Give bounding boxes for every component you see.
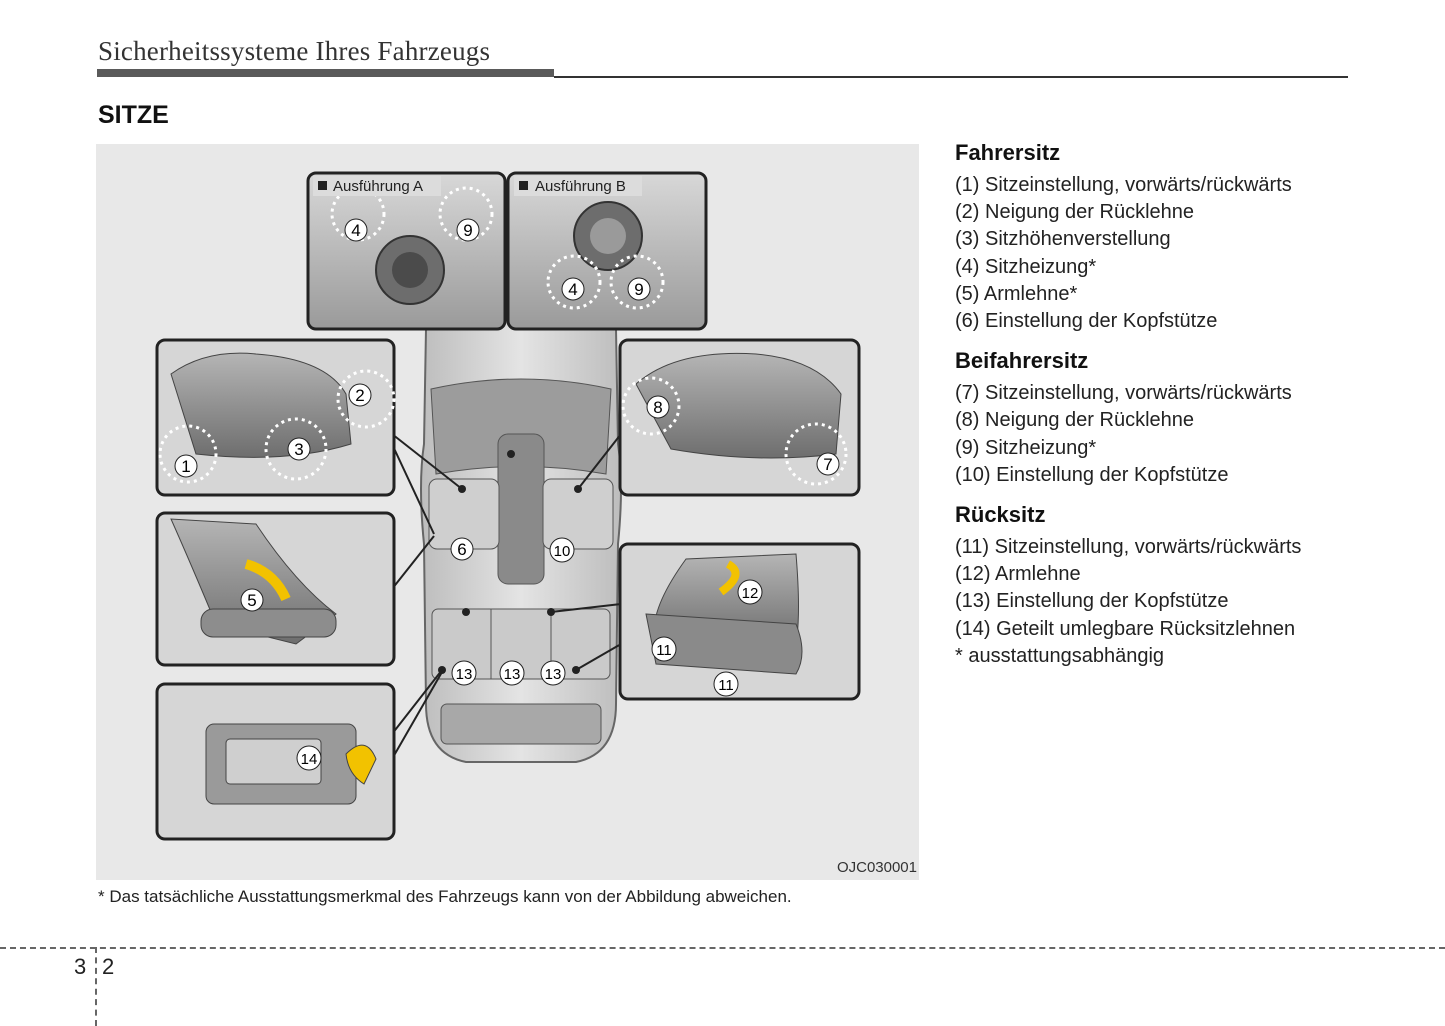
- callout-13b: 13: [499, 660, 525, 686]
- callout-10: 10: [549, 537, 575, 563]
- page-number: 2: [102, 954, 115, 979]
- header-rule-thick: [97, 69, 554, 77]
- svg-text:9: 9: [463, 221, 472, 240]
- svg-text:5: 5: [247, 591, 256, 610]
- svg-text:2: 2: [355, 386, 364, 405]
- legend-item: (9) Sitzheizung*: [955, 436, 1097, 459]
- svg-text:11: 11: [656, 642, 672, 659]
- svg-text:12: 12: [742, 585, 759, 602]
- legend-item: (14) Geteilt umlegbare Rücksitzlehnen: [955, 617, 1296, 640]
- legend-item: (8) Neigung der Rücklehne: [955, 409, 1195, 432]
- svg-text:10: 10: [554, 543, 571, 560]
- header-rule-thin: [554, 76, 1348, 78]
- passenger-seat-panel: [618, 338, 861, 497]
- legend-item: (3) Sitzhöhenverstellung: [955, 228, 1171, 251]
- svg-text:13: 13: [545, 666, 562, 683]
- legend-group-rear: Rücksitz (11) Sitzeinstellung, vorwärts/…: [955, 502, 1405, 670]
- seat-illustration: Ausführung A Ausführung B: [96, 144, 919, 880]
- section-title: SITZE: [98, 101, 169, 129]
- callout-5: 5: [240, 588, 264, 612]
- variant-a-label: Ausführung A: [333, 178, 423, 195]
- legend-note: * ausstattungsabhängig: [955, 644, 1165, 667]
- callouts: 1 2 3 4 9 4 9 5 6 7 8 10 11 11 12 13 13 …: [174, 218, 840, 771]
- svg-text:3: 3: [294, 440, 303, 459]
- callout-9b: 9: [627, 277, 651, 301]
- callout-7: 7: [816, 452, 840, 476]
- callout-3: 3: [287, 437, 311, 461]
- legend-group-driver: Fahrersitz (1) Sitzeinstellung, vorwärts…: [955, 140, 1405, 335]
- svg-text:14: 14: [301, 751, 318, 768]
- callout-14: 14: [296, 745, 322, 771]
- legend-item: (6) Einstellung der Kopfstütze: [955, 310, 1218, 333]
- legend-group-title: Rücksitz: [955, 502, 1046, 528]
- leader-lines: [391, 433, 622, 760]
- figure-footnote: * Das tatsächliche Ausstattungsmerkmal d…: [98, 887, 792, 906]
- figure-code: OJC030001: [836, 859, 917, 876]
- page-number-divider: [95, 947, 97, 1026]
- callout-4a: 4: [344, 218, 368, 242]
- svg-text:1: 1: [181, 457, 190, 476]
- car-top-view: [420, 293, 622, 763]
- legend-item: (10) Einstellung der Kopfstütze: [955, 463, 1229, 486]
- legend-item: (2) Neigung der Rücklehne: [955, 201, 1195, 224]
- rear-seat-lever-panel: [155, 682, 396, 841]
- callout-8: 8: [646, 395, 670, 419]
- svg-text:8: 8: [653, 398, 662, 417]
- callout-12: 12: [737, 579, 763, 605]
- legend-item: (1) Sitzeinstellung, vorwärts/rückwärts: [955, 174, 1292, 196]
- callout-11b: 11: [713, 671, 739, 697]
- svg-text:4: 4: [351, 221, 360, 240]
- legend-item: (13) Einstellung der Kopfstütze: [955, 590, 1229, 613]
- svg-text:13: 13: [456, 666, 473, 683]
- driver-seat-panel: [155, 338, 396, 497]
- legend-item: (4) Sitzheizung*: [955, 255, 1097, 278]
- seat-legend: Fahrersitz (1) Sitzeinstellung, vorwärts…: [955, 140, 1405, 683]
- svg-text:6: 6: [457, 540, 466, 559]
- callout-13c: 13: [540, 660, 566, 686]
- svg-text:9: 9: [634, 280, 643, 299]
- callout-9a: 9: [456, 218, 480, 242]
- svg-text:4: 4: [568, 280, 577, 299]
- callout-1: 1: [174, 454, 198, 478]
- callout-2: 2: [348, 383, 372, 407]
- callout-13a: 13: [451, 660, 477, 686]
- variant-b-label: Ausführung B: [535, 178, 626, 195]
- page-footer-rule: [0, 947, 1445, 949]
- climate-panel-a: Ausführung A: [306, 171, 507, 331]
- rear-seats-panel: [618, 542, 861, 701]
- callout-4b: 4: [561, 277, 585, 301]
- svg-text:7: 7: [823, 455, 832, 474]
- seat-diagram-svg: Ausführung A Ausführung B: [155, 171, 861, 841]
- chapter-number: 3: [74, 954, 87, 979]
- running-header: Sicherheitssysteme Ihres Fahrzeugs: [98, 36, 491, 66]
- legend-item: (12) Armlehne: [955, 563, 1081, 586]
- svg-text:11: 11: [718, 677, 734, 694]
- legend-group-title: Beifahrersitz: [955, 348, 1089, 374]
- legend-item: (5) Armlehne*: [955, 282, 1078, 305]
- legend-group-passenger: Beifahrersitz (7) Sitzeinstellung, vorwä…: [955, 348, 1405, 489]
- callout-6: 6: [450, 537, 474, 561]
- callout-11a: 11: [651, 636, 677, 662]
- legend-item: (7) Sitzeinstellung, vorwärts/rückwärts: [955, 382, 1292, 405]
- svg-text:13: 13: [504, 666, 521, 683]
- legend-group-title: Fahrersitz: [955, 140, 1061, 165]
- armrest-panel: [155, 511, 396, 667]
- legend-item: (11) Sitzeinstellung, vorwärts/rückwärts: [955, 536, 1302, 559]
- climate-panel-b: Ausführung B: [506, 171, 708, 331]
